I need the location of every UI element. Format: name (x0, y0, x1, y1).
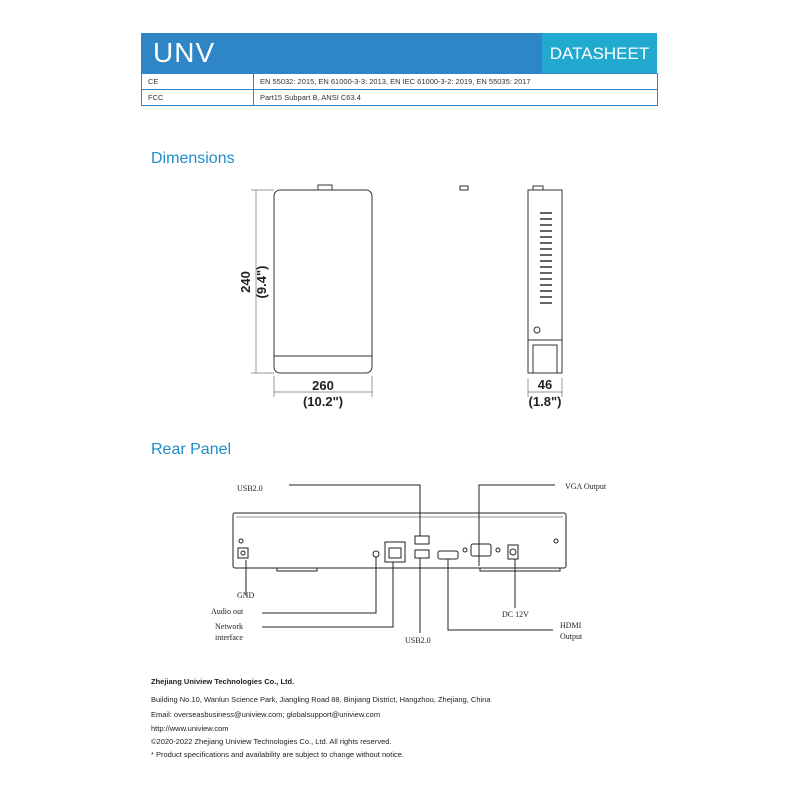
label-dc: DC 12V (502, 610, 529, 619)
label-usb-top: USB2.0 (237, 484, 263, 493)
width-in: (10.2") (303, 394, 343, 409)
label-network-2: interface (215, 633, 243, 642)
copyright: ©2020-2022 Zhejiang Uniview Technologies… (151, 737, 392, 746)
height-in: (9.4") (254, 266, 269, 299)
height-mm: 240 (238, 271, 253, 293)
side-view-drawing (527, 185, 563, 397)
dimensions-heading: Dimensions (151, 150, 235, 167)
disclaimer: * Product specifications and availabilit… (151, 750, 405, 759)
label-audio-out: Audio out (211, 607, 244, 616)
header-bar: UNV DATASHEET (141, 33, 657, 73)
address: Building No.10, Wanlun Science Park, Jia… (151, 695, 491, 704)
label-vga: VGA Output (565, 482, 607, 491)
label-network-1: Network (215, 622, 243, 631)
label-hdmi-2: Output (560, 632, 583, 641)
label-usb-bottom: USB2.0 (405, 636, 431, 645)
unv-logo: UNV (153, 37, 216, 68)
depth-in: (1.8") (529, 394, 562, 409)
callout-lines (245, 484, 555, 633)
front-view-drawing (251, 184, 469, 397)
rear-panel-drawing (232, 512, 567, 572)
datasheet-badge: DATASHEET (542, 33, 657, 73)
email: Email: overseasbusiness@uniview.com; glo… (151, 710, 381, 719)
website-link[interactable]: http://www.uniview.com (151, 724, 229, 733)
label-gnd: GND (237, 591, 255, 600)
label-hdmi-1: HDMI (560, 621, 582, 630)
company-name: Zhejiang Uniview Technologies Co., Ltd. (151, 677, 295, 686)
depth-mm: 46 (538, 377, 552, 392)
cert-value: Part15 Subpart B, ANSI C63.4 (253, 89, 658, 106)
rear-panel-heading: Rear Panel (151, 441, 232, 458)
width-mm: 260 (312, 378, 334, 393)
